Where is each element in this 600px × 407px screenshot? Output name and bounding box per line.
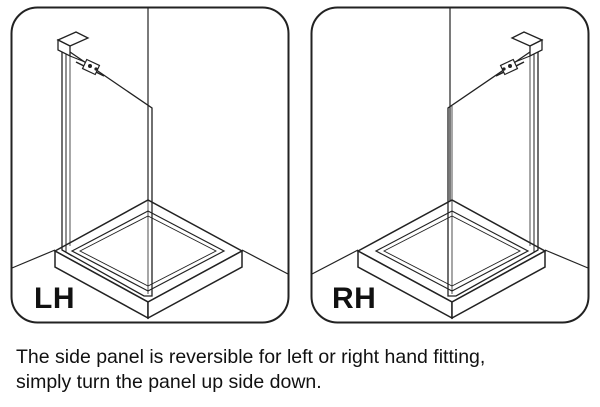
floor-line-left [11, 249, 56, 269]
caption-line-1: The side panel is reversible for left or… [16, 346, 486, 368]
tray-inner-basin [383, 215, 521, 287]
caption: The side panel is reversible for left or… [16, 345, 591, 395]
caption-line-2: simply turn the panel up side down. [16, 371, 322, 393]
clamp-screw [88, 64, 92, 68]
clamp-screw [508, 64, 512, 68]
right-hand-shower-illustration [310, 6, 590, 324]
profile-bottom [527, 249, 539, 257]
tray-inner-rim [374, 210, 530, 292]
floor-line-left [311, 249, 359, 275]
tray-front-right [147, 249, 243, 320]
right-hand-label: RH [332, 282, 377, 315]
profile-bottom [61, 249, 73, 257]
tray-inner-rim [70, 210, 226, 292]
tray-inner-basin [79, 215, 217, 287]
left-hand-diagram: LH [10, 6, 290, 324]
left-hand-label: LH [34, 282, 75, 315]
tray-front-right [451, 249, 546, 320]
floor-line-right [544, 249, 589, 269]
clamp-screw-2 [94, 67, 98, 71]
left-hand-shower-illustration [10, 6, 290, 324]
clamp-screw-2 [502, 67, 506, 71]
right-hand-diagram: RH [310, 6, 590, 324]
floor-line-right [241, 249, 289, 275]
